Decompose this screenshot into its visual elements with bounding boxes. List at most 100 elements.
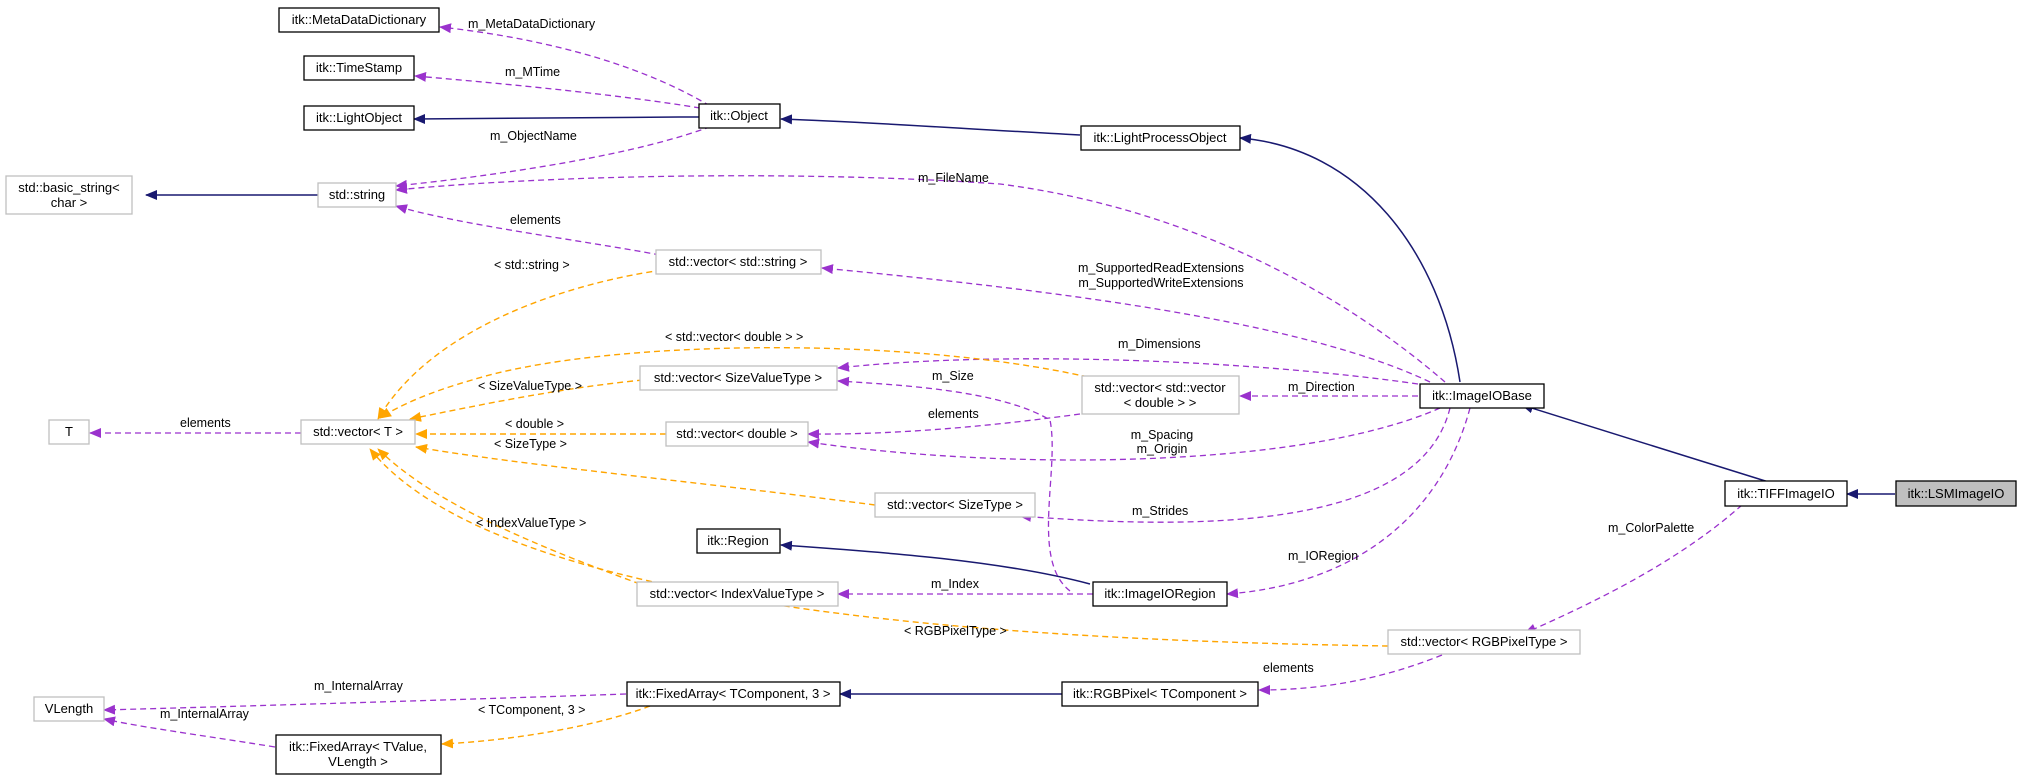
edge-lightprocessobject-to-object bbox=[780, 114, 1081, 136]
svg-text:itk::Object: itk::Object bbox=[710, 108, 768, 123]
edge-tpl-sizetype bbox=[415, 443, 876, 506]
edge-tpl-vector-double bbox=[379, 347, 1089, 419]
label-elements-rgb: elements bbox=[1263, 661, 1314, 675]
svg-text:itk::LightObject: itk::LightObject bbox=[316, 110, 402, 125]
node-rgb-pixel[interactable]: itk::RGBPixel< TComponent > bbox=[1061, 681, 1259, 707]
node-vector-double[interactable]: std::vector< double > bbox=[665, 421, 809, 447]
node-vector-index-value-type[interactable]: std::vector< IndexValueType > bbox=[636, 581, 839, 607]
node-vector-vector-double[interactable]: std::vector< std::vector< double > > bbox=[1081, 375, 1240, 415]
edge-m-spacing-origin bbox=[807, 407, 1441, 461]
node-time-stamp[interactable]: itk::TimeStamp bbox=[303, 55, 415, 81]
svg-text:std::vector< double >: std::vector< double > bbox=[676, 426, 797, 441]
label-m-objectname: m_ObjectName bbox=[490, 129, 577, 143]
label-m-metadatadictionary: m_MetaDataDictionary bbox=[468, 17, 596, 31]
svg-text:itk::TimeStamp: itk::TimeStamp bbox=[316, 60, 402, 75]
edge-vectorstring-elements bbox=[395, 204, 661, 256]
svg-text:T: T bbox=[65, 424, 73, 439]
edge-m-colorpalette bbox=[1524, 504, 1743, 634]
label-elements-string: elements bbox=[510, 213, 561, 227]
node-fixed-array-tvalue[interactable]: itk::FixedArray< TValue,VLength > bbox=[275, 734, 442, 775]
edge-tpl-sizevaluetype bbox=[409, 379, 644, 422]
node-vector-t[interactable]: std::vector< T > bbox=[300, 419, 416, 445]
label-tpl-vector-double: < std::vector< double > > bbox=[665, 330, 803, 344]
label-elements-t: elements bbox=[180, 416, 231, 430]
edge-tpl-std-string bbox=[377, 269, 663, 420]
svg-text:std::vector< T >: std::vector< T > bbox=[313, 424, 403, 439]
label-tpl-double: < double > bbox=[505, 417, 564, 431]
edge-m-metadatadictionary bbox=[439, 23, 711, 107]
label-m-direction: m_Direction bbox=[1288, 380, 1355, 394]
node-vector-size-value-type[interactable]: std::vector< SizeValueType > bbox=[639, 365, 838, 391]
svg-text:std::vector< std::vector< doub: std::vector< std::vector< double > > bbox=[1094, 380, 1226, 410]
edge-tpl-rgbpixeltype bbox=[369, 448, 1389, 647]
node-light-object[interactable]: itk::LightObject bbox=[303, 105, 415, 131]
svg-text:std::vector< SizeType >: std::vector< SizeType > bbox=[887, 497, 1023, 512]
node-region[interactable]: itk::Region bbox=[696, 528, 781, 554]
svg-text:itk::ImageIORegion: itk::ImageIORegion bbox=[1104, 586, 1215, 601]
node-t-param[interactable]: T bbox=[48, 419, 90, 445]
label-m-mtime: m_MTime bbox=[505, 65, 560, 79]
edge-m-ioregion bbox=[1226, 407, 1471, 599]
label-tpl-sizetype: < SizeType > bbox=[494, 437, 567, 451]
node-meta-data-dictionary[interactable]: itk::MetaDataDictionary bbox=[278, 7, 440, 33]
label-tpl-indexvaluetype: < IndexValueType > bbox=[476, 516, 586, 530]
label-m-internalarray-1: m_InternalArray bbox=[314, 679, 404, 693]
edge-imageiobase-to-lightprocessobject bbox=[1239, 133, 1461, 383]
svg-text:itk::MetaDataDictionary: itk::MetaDataDictionary bbox=[292, 12, 427, 27]
svg-text:itk::LSMImageIO: itk::LSMImageIO bbox=[1908, 486, 2005, 501]
label-tpl-tcomponent: < TComponent, 3 > bbox=[478, 703, 585, 717]
edge-labels-layer: m_MetaDataDictionary m_MTime m_ObjectNam… bbox=[160, 17, 1694, 721]
label-m-size: m_Size bbox=[932, 369, 974, 383]
label-m-filename: m_FileName bbox=[918, 171, 989, 185]
edge-vectorrgb-elements bbox=[1258, 654, 1443, 695]
edge-m-supportedextensions bbox=[821, 264, 1431, 383]
svg-text:std::basic_string<char >: std::basic_string<char > bbox=[18, 180, 120, 210]
node-vector-size-type[interactable]: std::vector< SizeType > bbox=[874, 492, 1036, 518]
edge-tiff-to-imageiobase bbox=[1521, 403, 1776, 485]
node-vlength[interactable]: VLength bbox=[33, 696, 105, 722]
label-tpl-std-string: < std::string > bbox=[494, 258, 570, 272]
label-m-dimensions: m_Dimensions bbox=[1118, 337, 1201, 351]
label-m-index: m_Index bbox=[931, 577, 980, 591]
node-object[interactable]: itk::Object bbox=[698, 103, 781, 129]
edge-imageioregion-to-region bbox=[780, 540, 1091, 585]
node-light-process-object[interactable]: itk::LightProcessObject bbox=[1080, 125, 1241, 151]
node-vector-rgb-pixel-type[interactable]: std::vector< RGBPixelType > bbox=[1387, 629, 1581, 655]
svg-text:std::vector< std::string >: std::vector< std::string > bbox=[669, 254, 808, 269]
svg-text:std::vector< IndexValueType >: std::vector< IndexValueType > bbox=[650, 586, 825, 601]
label-m-ioregion: m_IORegion bbox=[1288, 549, 1358, 563]
node-string[interactable]: std::string bbox=[317, 182, 397, 208]
edge-m-mtime bbox=[414, 71, 701, 109]
edge-vectorvectordouble-elements bbox=[807, 413, 1081, 440]
node-image-io-region[interactable]: itk::ImageIORegion bbox=[1092, 581, 1228, 607]
svg-text:std::vector< SizeValueType >: std::vector< SizeValueType > bbox=[654, 370, 822, 385]
node-lsm-image-io[interactable]: itk::LSMImageIO bbox=[1895, 480, 2017, 507]
node-fixed-array-tcomponent[interactable]: itk::FixedArray< TComponent, 3 > bbox=[626, 681, 841, 707]
svg-text:VLength: VLength bbox=[45, 701, 93, 716]
node-basic-string[interactable]: std::basic_string<char > bbox=[5, 175, 133, 215]
edge-object-to-lightobject bbox=[413, 113, 700, 124]
node-tiff-image-io[interactable]: itk::TIFFImageIO bbox=[1724, 480, 1848, 507]
nodes-layer: itk::MetaDataDictionary itk::TimeStamp i… bbox=[5, 7, 2017, 775]
label-tpl-sizevaluetype: < SizeValueType > bbox=[478, 379, 582, 393]
svg-text:itk::FixedArray< TValue,VLengt: itk::FixedArray< TValue,VLength > bbox=[289, 739, 427, 769]
svg-text:std::vector< RGBPixelType >: std::vector< RGBPixelType > bbox=[1401, 634, 1568, 649]
edge-m-internalarray-2 bbox=[103, 716, 276, 748]
node-image-io-base[interactable]: itk::ImageIOBase bbox=[1419, 383, 1545, 409]
label-elements-direction: elements bbox=[928, 407, 979, 421]
label-m-strides: m_Strides bbox=[1132, 504, 1188, 518]
node-vector-string[interactable]: std::vector< std::string > bbox=[655, 249, 822, 275]
label-m-internalarray-2: m_InternalArray bbox=[160, 707, 250, 721]
svg-text:itk::Region: itk::Region bbox=[707, 533, 768, 548]
edge-tpl-tcomponent bbox=[441, 705, 651, 749]
svg-text:itk::LightProcessObject: itk::LightProcessObject bbox=[1094, 130, 1227, 145]
edges-layer bbox=[89, 23, 1895, 749]
svg-text:itk::FixedArray< TComponent, 3: itk::FixedArray< TComponent, 3 > bbox=[636, 686, 831, 701]
svg-text:itk::RGBPixel< TComponent >: itk::RGBPixel< TComponent > bbox=[1073, 686, 1247, 701]
edge-m-internalarray-1 bbox=[103, 693, 627, 715]
svg-text:std::string: std::string bbox=[329, 187, 385, 202]
edge-m-filename bbox=[395, 175, 1446, 383]
